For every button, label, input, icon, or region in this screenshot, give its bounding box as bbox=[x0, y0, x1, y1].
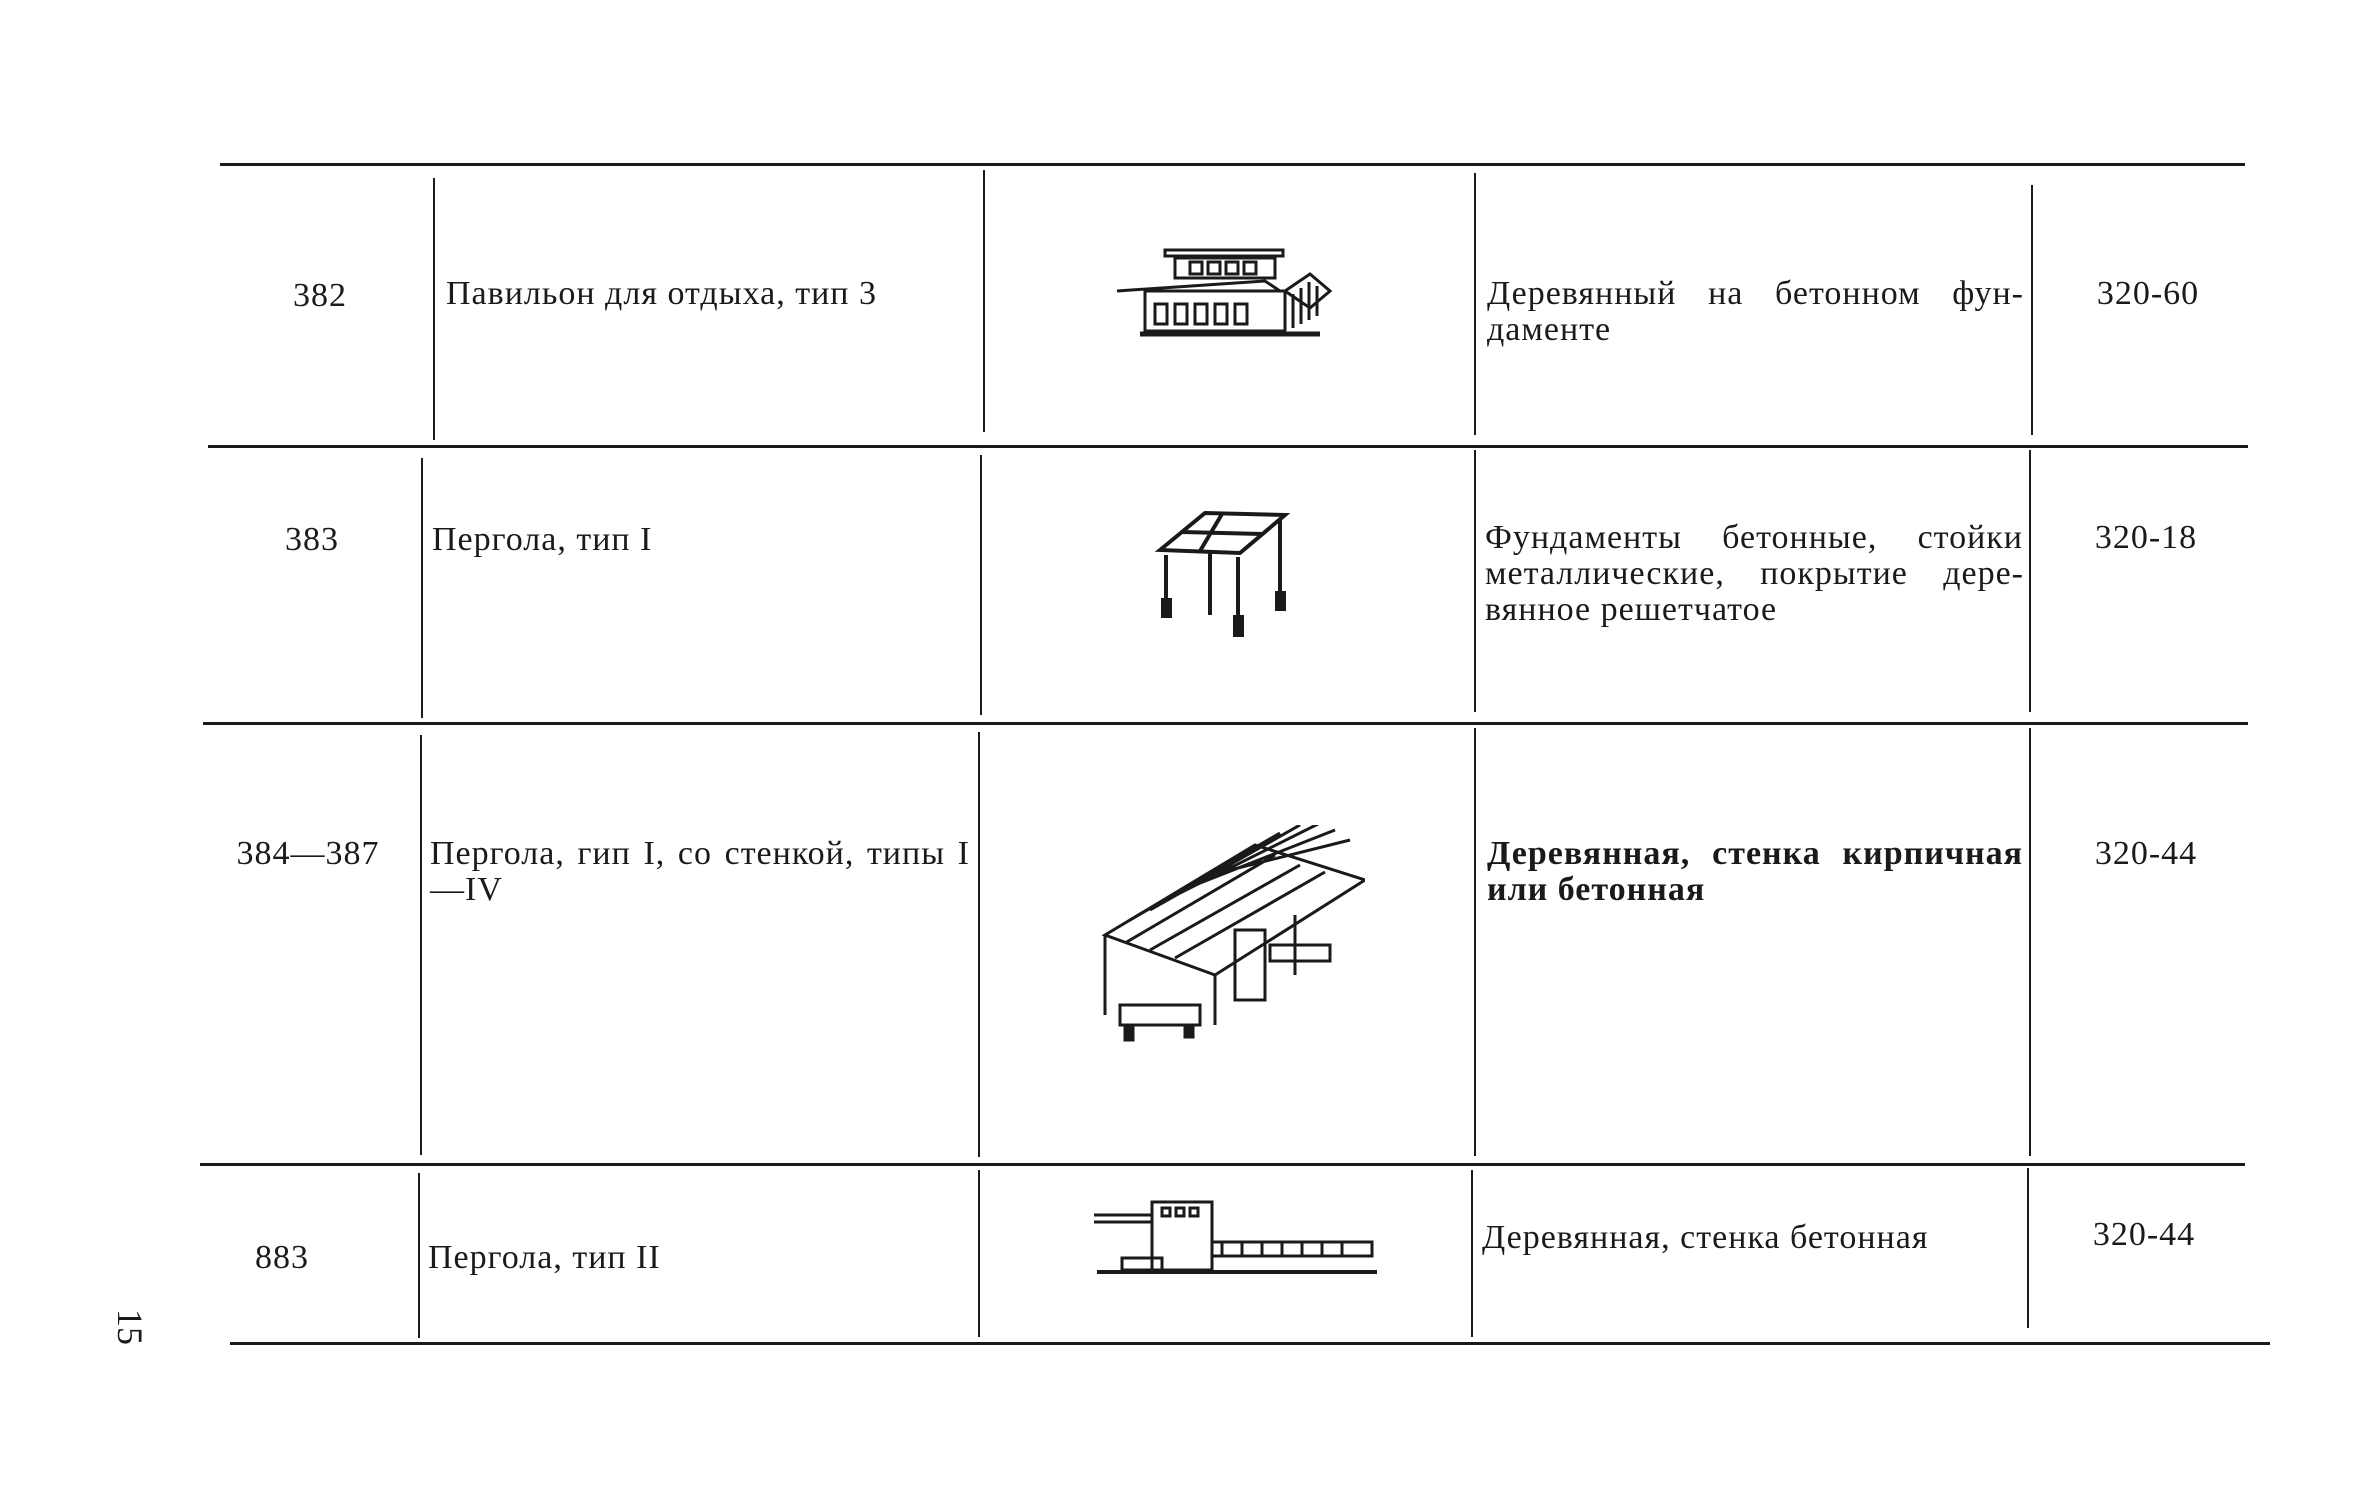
col-divider bbox=[1474, 173, 1476, 435]
page-number: 15 bbox=[110, 1309, 150, 1345]
col-divider bbox=[980, 455, 982, 715]
rule-row-1 bbox=[208, 445, 2248, 448]
row-material: Фундаменты бетонные, стойки металлически… bbox=[1485, 519, 2023, 628]
row-material: Деревянный на бетонном фун­даменте bbox=[1487, 275, 2023, 348]
col-divider bbox=[983, 170, 985, 432]
col-divider bbox=[978, 732, 980, 1157]
row-name: Пергола, тип II bbox=[428, 1239, 661, 1276]
row-number: 382 bbox=[293, 277, 347, 314]
col-divider bbox=[2027, 1168, 2029, 1328]
rule-top bbox=[220, 163, 2245, 166]
col-divider bbox=[418, 1173, 420, 1338]
row-number: 883 bbox=[255, 1239, 309, 1276]
col-divider bbox=[1471, 1170, 1473, 1337]
row-code: 320-60 bbox=[2096, 275, 2200, 312]
col-divider bbox=[1474, 450, 1476, 712]
row-material: Деревянная, стенка кирпичная или бетонна… bbox=[1487, 835, 2023, 908]
row-code: 320-44 bbox=[2094, 835, 2198, 872]
row-code: 320-18 bbox=[2094, 519, 2198, 556]
row-number: 384—387 bbox=[236, 835, 380, 872]
row-name: Павильон для отдыха, тип 3 bbox=[446, 275, 877, 312]
pergola-with-wall-icon bbox=[1101, 825, 1365, 1042]
rule-bottom bbox=[230, 1342, 2270, 1345]
col-divider bbox=[421, 458, 423, 718]
pergola-icon bbox=[1154, 510, 1291, 637]
row-name: Пергола, гип I, со стенкой, ти­пы I—IV bbox=[430, 835, 970, 908]
col-divider bbox=[420, 735, 422, 1155]
col-divider bbox=[433, 178, 435, 440]
col-divider bbox=[2031, 185, 2033, 435]
col-divider bbox=[978, 1170, 980, 1337]
rule-row-2 bbox=[203, 722, 2248, 725]
col-divider bbox=[2029, 728, 2031, 1156]
rule-row-3 bbox=[200, 1163, 2245, 1166]
row-number: 383 bbox=[285, 521, 339, 558]
pavilion-icon bbox=[1116, 248, 1333, 337]
row-code: 320-44 bbox=[2092, 1216, 2196, 1253]
pergola-type-2-icon bbox=[1094, 1200, 1377, 1274]
row-name: Пергола, тип I bbox=[432, 521, 653, 558]
row-material: Деревянная, стенка бетонная bbox=[1482, 1219, 1929, 1256]
col-divider bbox=[2029, 450, 2031, 712]
col-divider bbox=[1474, 728, 1476, 1156]
